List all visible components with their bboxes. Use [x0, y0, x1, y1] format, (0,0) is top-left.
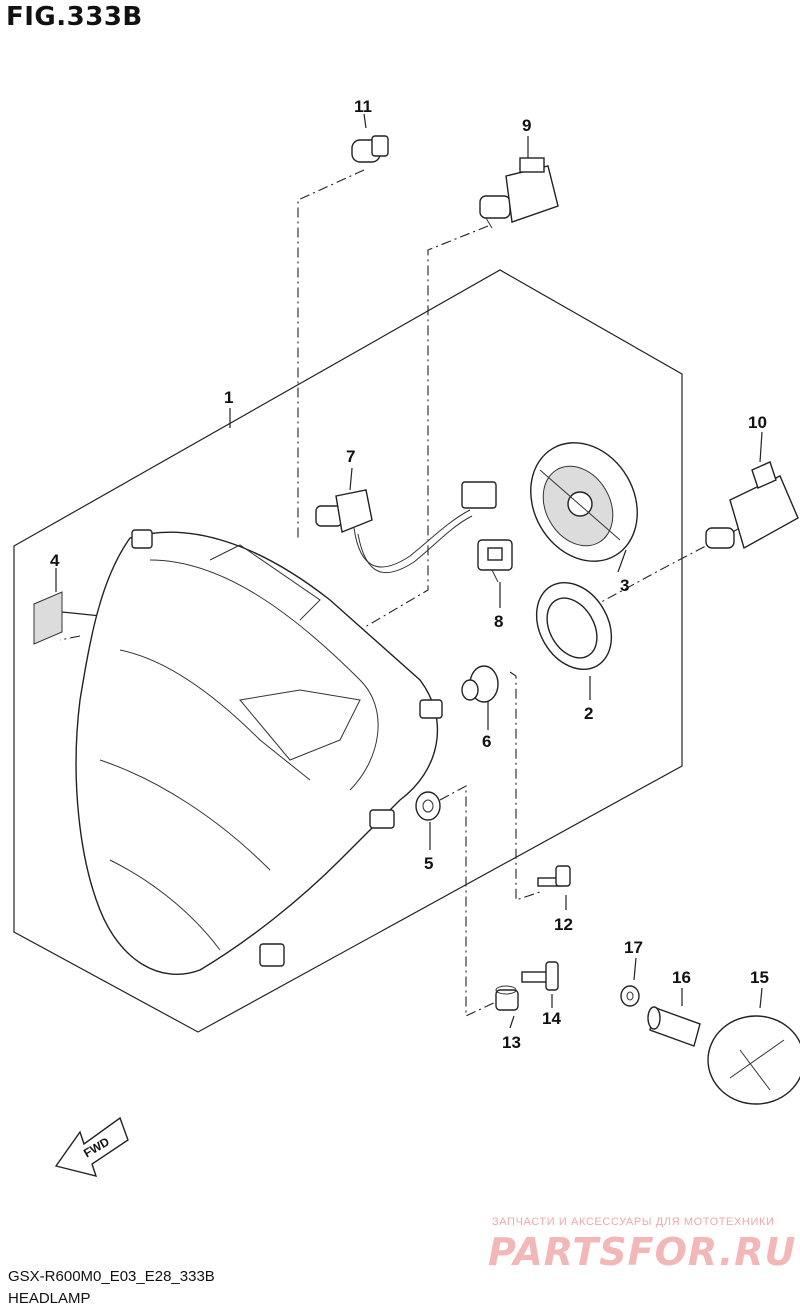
headlamp-housing-1 [75, 529, 443, 975]
bulb-small-11 [351, 135, 389, 163]
figure-title: FIG.333B [6, 2, 143, 32]
callout-17: 17 [624, 938, 643, 957]
callout-6: 6 [482, 732, 491, 751]
callout-3: 3 [620, 576, 629, 595]
seal-2 [535, 581, 613, 671]
watermark-brand: PARTSFOR.RU [488, 1230, 797, 1274]
callout-2: 2 [584, 704, 593, 723]
callout-4: 4 [50, 551, 60, 570]
socket-8 [477, 539, 513, 583]
callout-14: 14 [542, 1009, 561, 1028]
rubber-cap-3 [530, 442, 638, 562]
callout-10: 10 [748, 413, 767, 432]
label-4 [33, 591, 63, 645]
callout-12: 12 [554, 915, 573, 934]
bolt-13 [495, 985, 519, 1011]
callout-15: 15 [750, 968, 769, 987]
callout-7: 7 [346, 447, 355, 466]
callout-16: 16 [672, 968, 691, 987]
model-code: GSX-R600M0_E03_E28_333B [8, 1268, 215, 1285]
spacer-16 [647, 1006, 701, 1047]
bulb-h4-9 [479, 157, 559, 229]
callout-5: 5 [424, 854, 433, 873]
grommet-6 [461, 665, 499, 703]
washer-17 [620, 985, 640, 1007]
callout-9: 9 [522, 116, 531, 135]
screw-14 [521, 961, 559, 991]
bulb-10 [705, 461, 799, 550]
fwd-arrow: FWD [54, 1116, 129, 1177]
assembly-boundary [13, 269, 683, 1033]
callout-11: 11 [354, 97, 372, 116]
cap-15 [707, 1015, 800, 1105]
figure-name: HEADLAMP [8, 1290, 91, 1307]
screw-12 [537, 865, 571, 887]
callout-13: 13 [502, 1033, 521, 1052]
grommet-5 [415, 791, 441, 821]
watermark-tagline: ЗАПЧАСТИ И АКСЕССУАРЫ ДЛЯ МОТОТЕХНИКИ [492, 1216, 775, 1228]
assembly-paths [59, 169, 741, 1017]
callout-numbers: 1 2 3 4 5 6 7 8 9 10 11 12 13 14 15 16 1… [50, 97, 769, 1052]
leader-lines [55, 113, 763, 1029]
socket-harness-7 [315, 481, 497, 574]
callout-1: 1 [224, 388, 233, 407]
callout-8: 8 [494, 612, 503, 631]
